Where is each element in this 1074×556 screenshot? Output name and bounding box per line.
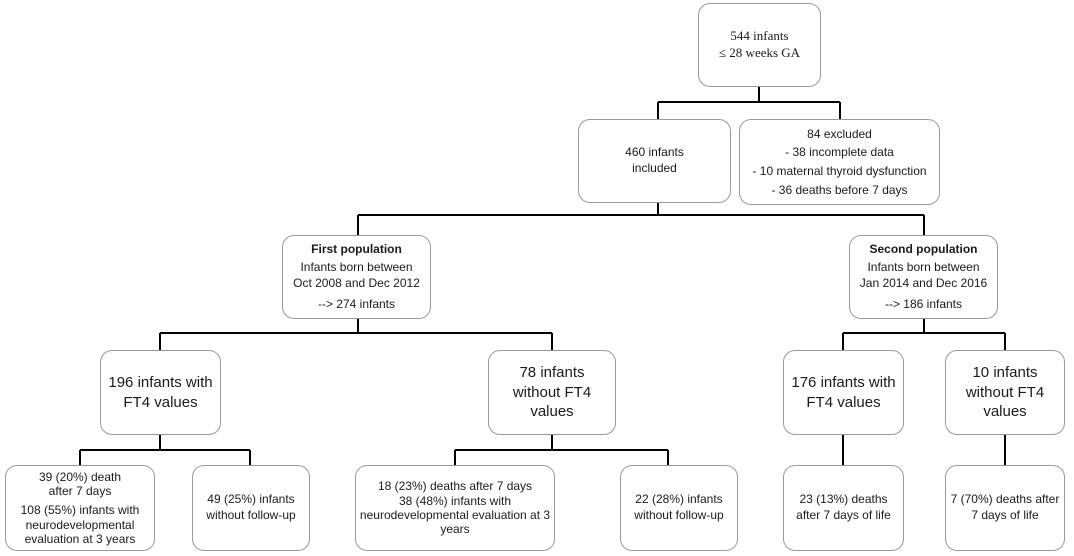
fp-without-outcome-line1: 18 (23%) deaths after 7 days [377,479,533,494]
excluded-line2: - 38 incomplete data [785,145,894,160]
fp-with-ft4-line1: 196 infants with [108,374,213,391]
fp-without-outcome-line2: 38 (48%) infants with [398,493,512,508]
second-population-box: Second population Infants born between J… [849,235,998,319]
sp-without-ft4-line1: 10 infants [972,364,1038,382]
fp-without-ft4-box: 78 infants without FT4 values [488,350,616,435]
sp-without-deaths-line2: 7 days of life [971,508,1039,522]
sp-without-deaths-box: 7 (70%) deaths after 7 days of life [945,465,1065,551]
second-population-line1: Infants born between [867,260,980,275]
sp-with-deaths-line1: 23 (13%) deaths [799,492,888,507]
excluded-line1: 84 excluded [807,126,872,141]
sp-without-ft4-box: 10 infants without FT4 values [945,350,1065,435]
second-population-line2: Jan 2014 and Dec 2016 [859,276,988,290]
included-line1: 460 infants [625,145,684,160]
fp-without-outcome-line4: years [440,522,470,537]
excluded-line4: - 36 deaths before 7 days [771,182,908,197]
sp-with-ft4-line1: 176 infants with [791,374,896,391]
fp-with-outcome-line4: neurodevelopmental [25,517,135,532]
sp-with-ft4-line2: FT4 values [806,393,881,411]
first-population-line3: --> 274 infants [317,296,396,311]
first-population-line1: Infants born between [300,260,413,275]
included-line2: included [632,161,677,175]
fp-without-ft4-line1: 78 infants [519,364,585,382]
root-box: 544 infants ≤ 28 weeks GA [698,3,821,87]
excluded-line3: - 10 maternal thyroid dysfunction [752,164,927,178]
fp-with-outcome-line5: evaluation at 3 years [24,531,136,546]
sp-without-ft4-line3: values [983,403,1027,421]
root-line2: ≤ 28 weeks GA [718,45,801,60]
fp-with-outcome-line1: 39 (20%) death [38,470,122,485]
fp-with-no-followup-box: 49 (25%) infants without follow-up [192,465,310,551]
root-line1: 544 infants [730,28,789,44]
fp-with-no-followup-line1: 49 (25%) infants [207,492,295,507]
fp-with-outcome-line3: 108 (55%) infants with [20,503,140,518]
sp-with-deaths-line2: after 7 days of life [796,508,891,522]
fp-without-no-followup-line2: without follow-up [634,508,724,522]
first-population-title: First population [311,241,402,256]
fp-without-outcome-line3: neurodevelopmental evaluation at 3 [359,508,551,522]
fp-without-outcome-box: 18 (23%) deaths after 7 days 38 (48%) in… [355,465,555,551]
fp-without-ft4-line3: values [530,403,574,421]
excluded-box: 84 excluded - 38 incomplete data - 10 ma… [739,119,940,205]
included-box: 460 infants included [578,119,731,203]
fp-with-ft4-line2: FT4 values [123,393,198,411]
fp-without-no-followup-line1: 22 (28%) infants [635,492,723,507]
first-population-line2: Oct 2008 and Dec 2012 [293,276,420,290]
second-population-title: Second population [869,241,978,256]
fp-with-ft4-box: 196 infants with FT4 values [100,350,221,435]
sp-with-ft4-box: 176 infants with FT4 values [783,350,904,435]
fp-with-no-followup-line2: without follow-up [206,508,296,522]
fp-without-no-followup-box: 22 (28%) infants without follow-up [620,465,738,551]
first-population-box: First population Infants born between Oc… [282,235,431,319]
fp-with-outcome-box: 39 (20%) death after 7 days 108 (55%) in… [5,465,155,551]
second-population-line3: --> 186 infants [884,296,963,311]
sp-without-deaths-line1: 7 (70%) deaths after [950,492,1060,507]
sp-with-deaths-box: 23 (13%) deaths after 7 days of life [783,465,904,551]
fp-without-ft4-line2: without FT4 [512,383,592,401]
sp-without-ft4-line2: without FT4 [965,383,1045,401]
fp-with-outcome-line2: after 7 days [48,484,112,499]
